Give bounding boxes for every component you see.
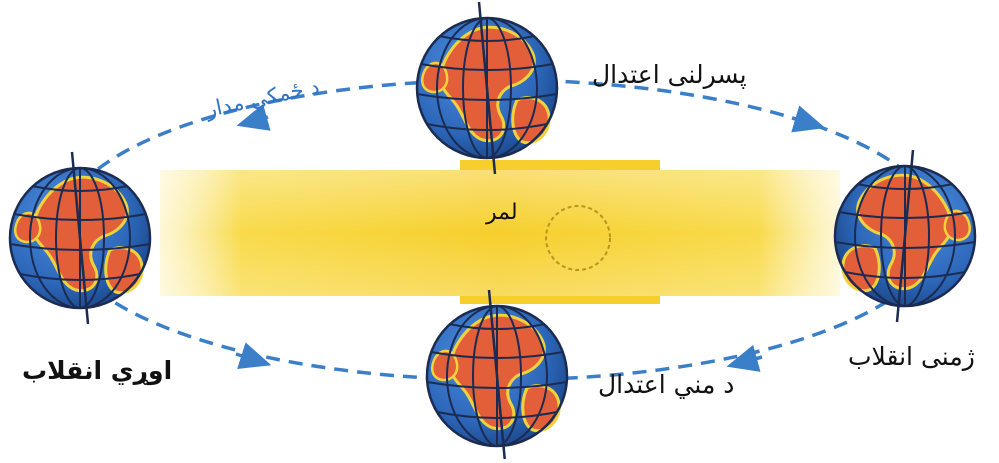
winter-solstice-label: ژمنی انقلاب	[848, 342, 975, 371]
globe-top	[415, 0, 559, 176]
sun	[160, 160, 840, 304]
spring-equinox-label: پسرلنی اعتدال	[592, 60, 747, 89]
orbit-arrow-bottom-left	[235, 342, 272, 370]
globe-bottom	[425, 288, 569, 463]
autumn-equinox-label: د مني اعتدال	[598, 370, 735, 399]
globe-left	[8, 150, 152, 326]
orbit-arrow-bottom-right	[726, 344, 763, 372]
orbit-arrow-top-right	[791, 105, 826, 133]
sun-disc	[545, 205, 611, 271]
orbit-arrow-top-left	[236, 103, 271, 131]
globe-right	[833, 148, 977, 324]
sun-label: لمر	[486, 200, 518, 225]
summer-solstice-label: اوړي انقلاب	[22, 356, 173, 385]
